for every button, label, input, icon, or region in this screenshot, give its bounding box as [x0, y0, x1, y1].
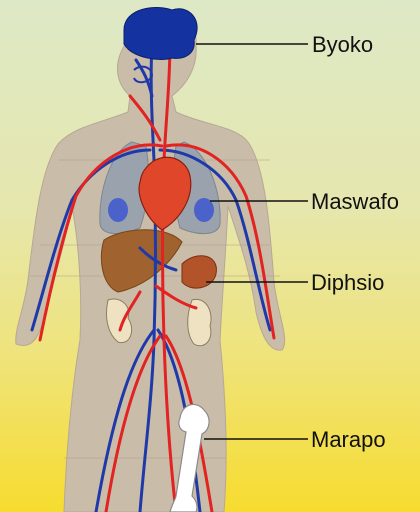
lung-bronchi-left: [108, 198, 128, 222]
label-lungs: Maswafo: [311, 191, 399, 213]
label-bone: Marapo: [311, 429, 386, 451]
brain: [124, 7, 197, 59]
label-brain: Byoko: [312, 34, 373, 56]
label-kidney: Diphsio: [311, 272, 384, 294]
kidney: [182, 256, 216, 288]
